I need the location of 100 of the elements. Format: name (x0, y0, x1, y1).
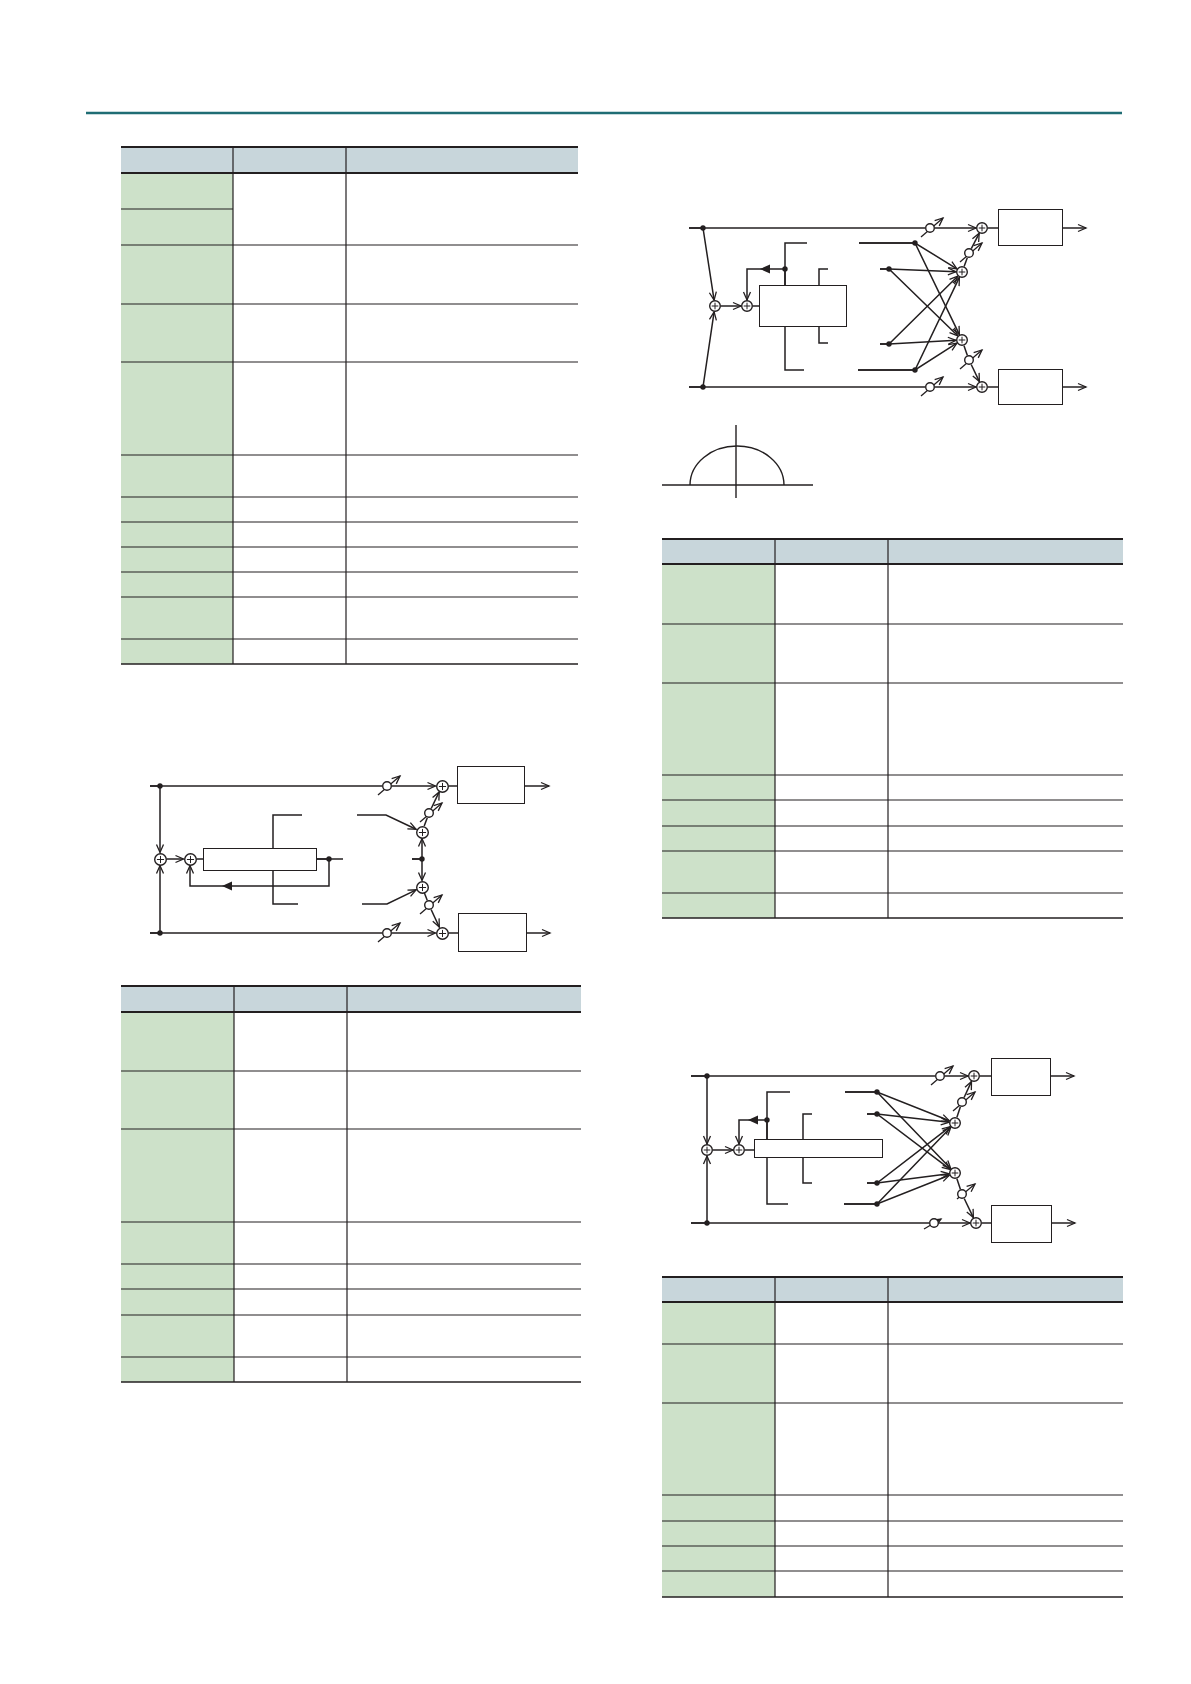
process-box (458, 913, 527, 952)
arrow (934, 223, 977, 233)
level-knob (382, 781, 392, 791)
level-knob (957, 1189, 967, 1199)
arrow (149, 864, 165, 934)
arrow (857, 342, 958, 371)
signal-line (979, 1075, 992, 1077)
signal-line (956, 1177, 962, 1191)
level-knob (957, 1097, 967, 1107)
arrow (690, 1155, 712, 1224)
arrow (1050, 1071, 1075, 1081)
signal-line (802, 1113, 813, 1140)
summing-junction (153, 852, 167, 866)
arrow (688, 227, 717, 301)
arrow (361, 889, 417, 905)
arrow (165, 854, 185, 864)
signal-line (987, 227, 999, 229)
signal-line (752, 305, 760, 307)
process-box (759, 285, 847, 327)
signal-line (802, 1157, 813, 1184)
process-box (991, 1058, 1051, 1096)
summing-junction (415, 825, 429, 839)
signal-line (766, 1091, 791, 1140)
summing-junction (976, 381, 988, 393)
level-knob (925, 223, 935, 233)
process-box (998, 369, 1063, 405)
arrow (712, 1145, 734, 1155)
summing-junction (976, 222, 988, 234)
arrow (720, 301, 742, 311)
process-box (998, 209, 1063, 246)
arrow (356, 814, 417, 830)
summing-junction (956, 266, 968, 278)
level-knob (935, 1071, 945, 1081)
summing-junction (970, 1217, 982, 1229)
signal-line (784, 242, 808, 286)
arrow (149, 785, 165, 854)
level-knob (929, 1218, 939, 1228)
level-knob (925, 382, 935, 392)
arrow (391, 928, 437, 938)
arrow (391, 781, 437, 791)
arrow (963, 1080, 973, 1099)
signal-line (272, 870, 299, 905)
signal-line (963, 256, 969, 268)
summing-junction (701, 1144, 713, 1156)
arrow (866, 1113, 951, 1171)
arrow (1062, 382, 1087, 392)
signal-line (981, 1222, 992, 1224)
process-box (203, 848, 317, 871)
signal-line (766, 1157, 789, 1205)
summing-junction (435, 779, 449, 793)
signal-line (818, 326, 829, 344)
arrow (690, 1075, 712, 1145)
level-knob (424, 808, 434, 818)
process-box (457, 766, 525, 804)
arrow (970, 232, 980, 250)
arrow (844, 1091, 952, 1170)
level-knob (382, 928, 392, 938)
arrow (934, 382, 977, 392)
arrow (858, 242, 961, 336)
signal-line (784, 326, 805, 371)
arrow (1051, 1218, 1076, 1228)
process-box (991, 1205, 1052, 1243)
signal-line (956, 1105, 962, 1119)
arrow (1062, 223, 1087, 233)
signal-line (423, 892, 428, 902)
arrow (430, 908, 441, 928)
arrow (944, 1071, 969, 1081)
level-knob (964, 248, 974, 258)
signal-line (423, 816, 429, 827)
summing-junction (956, 334, 968, 346)
signal-line (963, 344, 969, 357)
signal-line (818, 268, 829, 286)
signal-line (987, 386, 999, 388)
arrow (688, 311, 718, 388)
arrow (879, 268, 959, 337)
summing-junction (949, 1117, 961, 1129)
summing-junction (733, 1144, 745, 1156)
arrow (524, 781, 550, 791)
summing-junction (709, 300, 721, 312)
arrow (879, 336, 957, 345)
summing-junction (183, 852, 197, 866)
arrow (843, 1174, 951, 1205)
summing-junction (949, 1167, 961, 1179)
summing-junction (415, 880, 429, 894)
signal-line (447, 785, 458, 787)
arrow (866, 1170, 950, 1184)
arrow (526, 928, 551, 938)
summing-junction (435, 926, 449, 940)
arrow (963, 1197, 975, 1219)
signal-line (316, 858, 344, 860)
arrow (430, 791, 440, 810)
signal-line (744, 1149, 755, 1151)
arrow (411, 858, 427, 882)
level-knob (424, 900, 434, 910)
signal-line (195, 858, 204, 860)
summing-junction (741, 300, 753, 312)
signal-line (272, 814, 303, 849)
process-box (754, 1139, 883, 1158)
signal-line (447, 932, 459, 934)
arrow (938, 1218, 971, 1228)
